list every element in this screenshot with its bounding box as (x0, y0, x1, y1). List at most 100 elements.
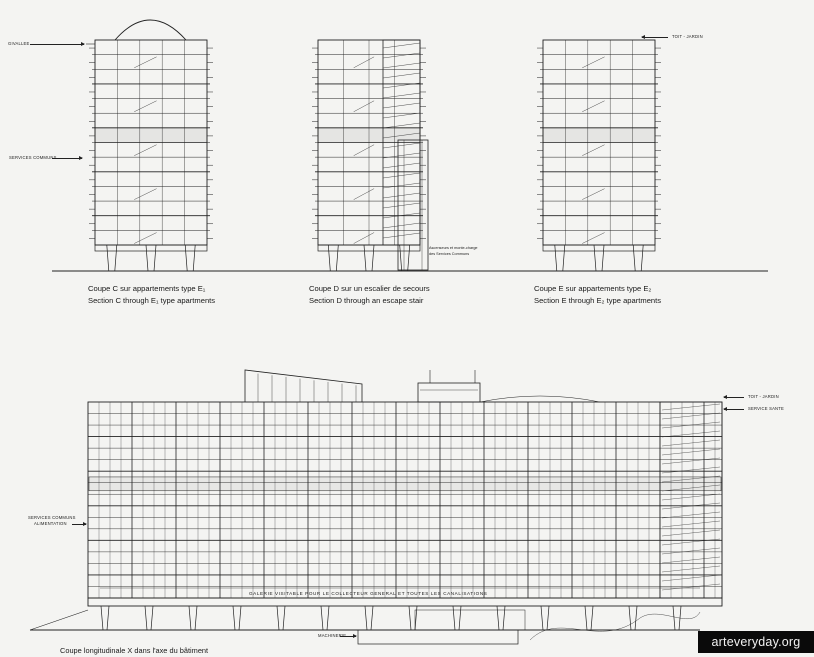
artificial-ground-slab (94, 244, 208, 252)
piloti (364, 605, 374, 631)
end-stair-flight (661, 439, 721, 447)
stair-flight (382, 162, 421, 169)
rooftop-gymnasium (244, 369, 363, 402)
piloti (399, 244, 411, 272)
machinery-room (357, 629, 519, 645)
machinery-arrow (340, 634, 357, 639)
stair-flight (382, 192, 421, 199)
piloti (144, 605, 154, 631)
stair-flight (382, 92, 421, 99)
piloti (320, 605, 330, 631)
services-floor (94, 127, 208, 143)
end-stair-flight (661, 493, 721, 501)
stair-flight (382, 42, 421, 49)
piloti (452, 605, 462, 631)
watermark: arteveryday.org (698, 631, 814, 653)
piloti (496, 605, 506, 631)
end-stair-flight (661, 502, 721, 510)
long-services-label-1: SERVICES COMMUNS (28, 515, 76, 520)
end-stair-flight (661, 412, 721, 420)
stair-diagonal (582, 232, 605, 244)
end-stair-flight (661, 556, 721, 564)
piloti (540, 605, 550, 631)
section-e-caption-en: Section E through E₂ type apartments (534, 296, 662, 305)
end-stair-flight (661, 484, 721, 492)
rooftop-ventilation-block (417, 382, 481, 403)
end-stair-flight (661, 574, 721, 582)
long-roof-arrow (723, 395, 744, 400)
section-e-caption-fr: Coupe E sur appartements type E₂ (534, 284, 652, 293)
section-c-drawing (86, 19, 213, 272)
stair-diagonal (134, 188, 157, 200)
piloti (628, 605, 638, 631)
stair-flight (382, 152, 421, 159)
end-stair-flight (661, 520, 721, 528)
section-d-caption-fr: Coupe D sur un escalier de secours (309, 284, 430, 293)
section-c-top-label: GIVALLEE (8, 41, 30, 46)
elevator-shaft (397, 139, 429, 271)
section-c-top-arrow (30, 42, 85, 47)
section-c-services-arrow (52, 156, 83, 161)
stair-flight (382, 222, 421, 229)
end-staircase (659, 401, 723, 599)
section-d-drawing (312, 39, 429, 272)
section-d-caption-en: Section D through an escape stair (309, 296, 424, 305)
piloti (632, 244, 644, 272)
stair-flight (382, 122, 421, 129)
piloti (106, 244, 118, 272)
stair-diagonal (582, 56, 605, 69)
long-health-label: SERVICE SANTE (748, 406, 785, 411)
services-floor (542, 127, 656, 143)
end-stair-flight (661, 511, 721, 519)
stair-flight (382, 52, 421, 59)
lower-structure (414, 609, 526, 631)
stair-diagonal (582, 100, 605, 112)
end-stair-flight (661, 403, 721, 411)
piloti (327, 244, 339, 272)
section-c-caption-fr: Coupe C sur appartements type E₁ (88, 284, 206, 293)
stair-flight (382, 72, 421, 79)
end-stair-flight (661, 448, 721, 456)
artificial-ground-slab (542, 244, 656, 252)
section-c-caption-en: Section C through E₁ type apartments (88, 296, 216, 305)
piloti (100, 605, 110, 631)
stair-flight (382, 182, 421, 189)
section-c-services-label: SERVICES COMMUNS (9, 155, 57, 160)
stair-diagonal (353, 56, 375, 68)
stair-flight (382, 82, 421, 89)
end-stair-flight (661, 565, 721, 573)
section-e-roof-arrow (641, 35, 668, 40)
end-stair-flight (661, 430, 721, 438)
piloti (188, 605, 198, 631)
end-stair-flight (661, 538, 721, 546)
section-d-note-line1: Ascenseurs et monte-charge (429, 246, 478, 250)
long-health-arrow (723, 407, 744, 412)
piloti (276, 605, 286, 631)
stair-flight (382, 202, 421, 209)
stair-diagonal (582, 144, 605, 156)
stair-flight (382, 112, 421, 119)
long-services-arrow (72, 522, 87, 527)
longitudinal-section-drawing (29, 369, 723, 645)
artificial-ground-slab (317, 244, 421, 252)
end-stair-flight (661, 466, 721, 474)
stair-diagonal (134, 232, 157, 244)
stair-diagonal (134, 144, 157, 156)
end-stair-flight (661, 583, 721, 591)
gallery-label: GALERIE VISITABLE POUR LE COLLECTEUR GEN… (249, 591, 488, 596)
end-stair-flight (661, 475, 721, 483)
end-stair-flight (661, 457, 721, 465)
stair-flight (382, 212, 421, 219)
stair-diagonal (353, 188, 375, 200)
piloti (554, 244, 566, 272)
section-e-drawing (537, 39, 661, 272)
services-band (88, 476, 722, 492)
piloti (363, 244, 375, 272)
roof-garden-profile (479, 395, 601, 403)
section-e-roof-label: TOIT - JARDIN (672, 34, 703, 39)
piloti (593, 244, 605, 272)
piloti (184, 244, 196, 272)
stair-diagonal (353, 144, 375, 156)
stair-flight (382, 172, 421, 179)
